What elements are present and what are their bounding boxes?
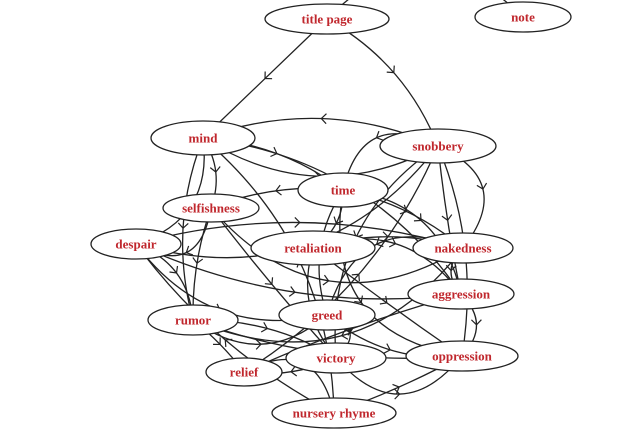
- arrowhead-icon: [351, 273, 360, 282]
- arrowhead-icon: [264, 71, 273, 80]
- arrowhead-icon: [388, 237, 397, 248]
- node-ellipse: [379, 128, 497, 164]
- node-label: note: [511, 10, 535, 25]
- node-snobbery[interactable]: snobbery: [379, 128, 497, 164]
- arrowhead-icon: [322, 274, 330, 286]
- node-ellipse: [412, 232, 514, 264]
- arrowhead-icon: [333, 216, 344, 225]
- node-label: snobbery: [412, 139, 464, 154]
- node-title-page[interactable]: title page: [264, 3, 390, 35]
- node-aggression[interactable]: aggression: [407, 278, 515, 310]
- arrowhead-icon: [264, 277, 274, 285]
- node-time[interactable]: time: [297, 172, 389, 208]
- arrowhead-icon: [290, 365, 298, 377]
- node-ellipse: [205, 357, 283, 387]
- node-relief[interactable]: relief: [205, 357, 283, 387]
- node-label: despair: [115, 237, 156, 252]
- node-ellipse: [278, 299, 376, 331]
- node-ellipse: [150, 120, 256, 156]
- node-ellipse: [250, 230, 376, 266]
- node-rumor[interactable]: rumor: [147, 304, 239, 336]
- node-victory[interactable]: victory: [285, 342, 387, 374]
- node-label: retaliation: [284, 241, 342, 256]
- node-ellipse: [147, 304, 239, 336]
- arrowhead-icon: [260, 322, 269, 333]
- arrowhead-icon: [224, 338, 233, 348]
- node-ellipse: [285, 342, 387, 374]
- arrowhead-icon: [471, 319, 482, 326]
- arrowhead-icon: [383, 343, 391, 354]
- node-retaliation[interactable]: retaliation: [250, 230, 376, 266]
- arrowhead-icon: [288, 286, 296, 297]
- node-ellipse: [474, 1, 572, 33]
- node-note[interactable]: note: [474, 1, 572, 33]
- arrowhead-icon: [413, 213, 422, 222]
- node-label: nursery rhyme: [293, 406, 376, 421]
- node-ellipse: [407, 278, 515, 310]
- arrowhead-icon: [392, 383, 400, 394]
- edge-selfishness-rumor: [192, 207, 212, 321]
- node-label: time: [331, 183, 356, 198]
- node-ellipse: [90, 228, 182, 260]
- node-label: oppression: [432, 349, 492, 364]
- arrowhead-icon: [185, 245, 194, 256]
- node-ellipse: [297, 172, 389, 208]
- arrowhead-icon: [294, 217, 301, 228]
- node-label: greed: [312, 308, 344, 323]
- node-label: aggression: [432, 287, 491, 302]
- node-ellipse: [264, 3, 390, 35]
- arrowhead-icon: [476, 182, 488, 190]
- arrowhead-icon: [209, 166, 221, 173]
- node-ellipse: [271, 397, 397, 429]
- node-mind[interactable]: mind: [150, 120, 256, 156]
- node-label: mind: [189, 131, 219, 146]
- node-ellipse: [162, 193, 260, 223]
- node-label: title page: [302, 12, 353, 27]
- arrowhead-icon: [354, 295, 364, 304]
- arrowhead-icon: [375, 130, 384, 141]
- arrowhead-icon: [386, 65, 395, 74]
- node-label: nakedness: [434, 241, 491, 256]
- arrowhead-icon: [394, 388, 401, 400]
- node-selfishness[interactable]: selfishness: [162, 193, 260, 223]
- arrowhead-icon: [379, 295, 388, 305]
- node-despair[interactable]: despair: [90, 228, 182, 260]
- arrowhead-icon: [320, 113, 327, 125]
- node-oppression[interactable]: oppression: [405, 340, 519, 372]
- node-label: victory: [317, 351, 356, 366]
- node-greed[interactable]: greed: [278, 299, 376, 331]
- arrowhead-icon: [445, 264, 457, 272]
- arrowhead-icon: [399, 204, 408, 215]
- arrowhead-icon: [192, 257, 204, 265]
- node-label: rumor: [175, 313, 211, 328]
- node-nakedness[interactable]: nakedness: [412, 232, 514, 264]
- arrowhead-icon: [169, 265, 179, 274]
- node-label: selfishness: [182, 201, 240, 216]
- node-label: relief: [230, 365, 259, 380]
- arrowhead-icon: [275, 184, 282, 196]
- node-ellipse: [405, 340, 519, 372]
- arrowhead-icon: [255, 338, 262, 350]
- arrowhead-icon: [441, 214, 453, 222]
- arrowhead-icon: [213, 337, 221, 346]
- node-nursery-rhyme[interactable]: nursery rhyme: [271, 397, 397, 429]
- arrowhead-icon: [177, 222, 189, 230]
